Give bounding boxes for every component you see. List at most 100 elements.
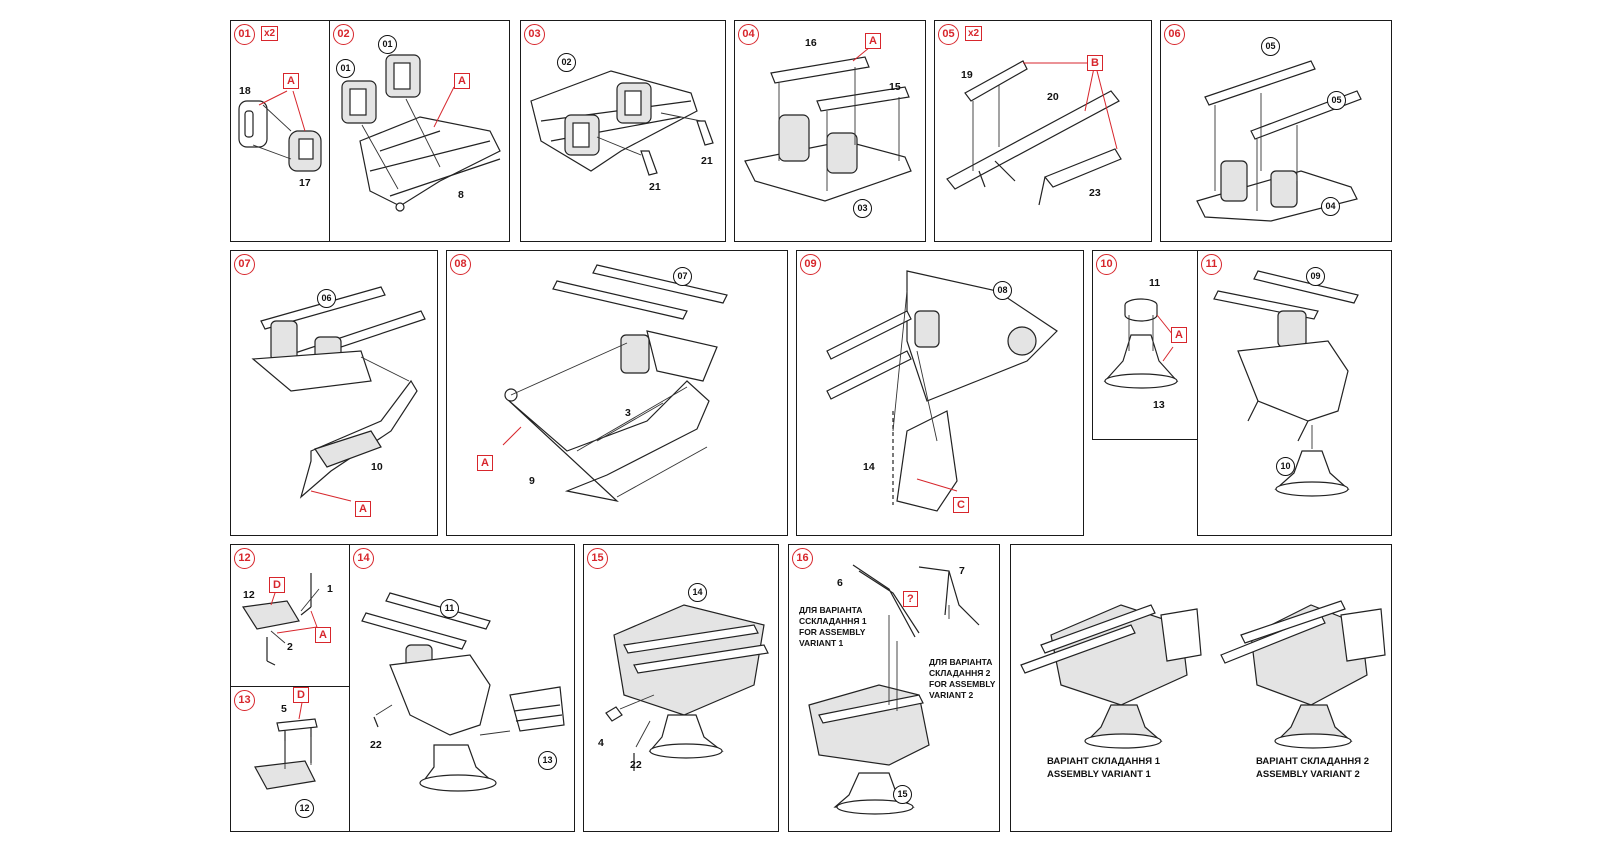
step-11-panel: 11 09 10 bbox=[1197, 250, 1392, 536]
part-7: 7 bbox=[959, 565, 965, 577]
part-10: 10 bbox=[371, 461, 383, 473]
part-tag-d: D bbox=[269, 577, 285, 593]
step-15-drawing bbox=[605, 604, 769, 771]
step-10-panel: 10 11 A 13 bbox=[1092, 250, 1198, 440]
part-tag-a: A bbox=[865, 33, 881, 49]
step-number: 07 bbox=[234, 254, 255, 275]
ref-05-top: 05 bbox=[1261, 37, 1280, 56]
ref-06: 06 bbox=[317, 289, 336, 308]
part-23: 23 bbox=[1089, 187, 1101, 199]
step-12-drawing bbox=[241, 573, 320, 666]
step-05-panel: 05 x2 19 B 20 23 bbox=[934, 20, 1152, 242]
ref-07: 07 bbox=[673, 267, 692, 286]
ref-08: 08 bbox=[993, 281, 1012, 300]
part-2: 2 bbox=[287, 641, 293, 653]
part-15: 15 bbox=[889, 81, 901, 93]
step-number: 05 bbox=[938, 24, 959, 45]
part-1: 1 bbox=[327, 583, 333, 595]
step-04-panel: 04 16 A 15 03 bbox=[734, 20, 926, 242]
part-11: 11 bbox=[1149, 277, 1161, 289]
step-number: 01 bbox=[234, 24, 255, 45]
step-01-panel: 01 x2 A 18 17 bbox=[230, 20, 330, 242]
part-9: 9 bbox=[529, 475, 535, 487]
ref-05-right: 05 bbox=[1327, 91, 1346, 110]
part-3: 3 bbox=[625, 407, 631, 419]
part-21-center: 21 bbox=[649, 181, 661, 193]
step-13-panel: 13 D 5 12 bbox=[230, 686, 350, 832]
step-number: 03 bbox=[524, 24, 545, 45]
step-11-drawing bbox=[1213, 270, 1359, 497]
variant-1-note-line: FOR ASSEMBLY bbox=[799, 627, 866, 637]
part-12: 12 bbox=[243, 589, 255, 601]
ref-14: 14 bbox=[688, 583, 707, 602]
part-21-right: 21 bbox=[701, 155, 713, 167]
variant-2-caption-ua: ВАРІАНТ СКЛАДАННЯ 2 bbox=[1256, 756, 1370, 767]
part-18: 18 bbox=[239, 85, 251, 97]
final-variants-panel: ВАРІАНТ СКЛАДАННЯ 1 ASSEMBLY VARIANT 1 В… bbox=[1010, 544, 1392, 832]
part-tag-c: C bbox=[953, 497, 969, 513]
variant-1-note-line: ССКЛАДАННЯ 1 bbox=[799, 616, 867, 626]
step-14-panel: 14 11 22 13 bbox=[349, 544, 575, 832]
step-16-drawing bbox=[808, 564, 980, 815]
part-tag-a: A bbox=[477, 455, 493, 471]
part-tag-a: A bbox=[315, 627, 331, 643]
ref-11: 11 bbox=[440, 599, 459, 618]
ref-10: 10 bbox=[1276, 457, 1295, 476]
step-number: 02 bbox=[333, 24, 354, 45]
quantity-badge: x2 bbox=[261, 26, 279, 41]
step-02-panel: 02 01 01 A 8 bbox=[329, 20, 510, 242]
part-5: 5 bbox=[281, 703, 287, 715]
part-tag-d: D bbox=[293, 687, 309, 703]
part-19: 19 bbox=[961, 69, 973, 81]
ref-01-top: 01 bbox=[378, 35, 397, 54]
part-13: 13 bbox=[1153, 399, 1165, 411]
step-number: 15 bbox=[587, 548, 608, 569]
variant-2-note-line: VARIANT 2 bbox=[929, 690, 974, 700]
step-03-panel: 03 02 21 21 bbox=[520, 20, 726, 242]
part-8: 8 bbox=[458, 189, 464, 201]
variant-2-note-line: ДЛЯ ВАРІАНТА bbox=[929, 657, 993, 667]
ref-03: 03 bbox=[853, 199, 872, 218]
step-14-drawing bbox=[361, 592, 565, 792]
part-tag-a: A bbox=[283, 73, 299, 89]
part-16: 16 bbox=[805, 37, 817, 49]
step-number: 06 bbox=[1164, 24, 1185, 45]
variant-2-note-line: СКЛАДАННЯ 2 bbox=[929, 668, 991, 678]
variant-1-note-line: ДЛЯ ВАРІАНТА bbox=[799, 605, 863, 615]
part-tag-a: A bbox=[355, 501, 371, 517]
step-09-drawing bbox=[826, 270, 1058, 512]
part-tag-b: B bbox=[1087, 55, 1103, 71]
step-06-panel: 06 05 05 04 bbox=[1160, 20, 1392, 242]
quantity-badge: x2 bbox=[965, 26, 983, 41]
step-number: 16 bbox=[792, 548, 813, 569]
ref-02: 02 bbox=[557, 53, 576, 72]
ref-09: 09 bbox=[1306, 267, 1325, 286]
variant-2-model bbox=[1220, 600, 1386, 749]
step-number: 10 bbox=[1096, 254, 1117, 275]
ref-13: 13 bbox=[538, 751, 557, 770]
ref-01-left: 01 bbox=[336, 59, 355, 78]
part-tag-question: ? bbox=[903, 591, 918, 607]
variant-1-caption-en: ASSEMBLY VARIANT 1 bbox=[1047, 769, 1151, 780]
part-6: 6 bbox=[837, 577, 843, 589]
step-05-drawing bbox=[946, 60, 1122, 206]
variant-2-caption: ВАРІАНТ СКЛАДАННЯ 2 ASSEMBLY VARIANT 2 bbox=[1256, 755, 1369, 781]
step-number: 04 bbox=[738, 24, 759, 45]
ref-12: 12 bbox=[295, 799, 314, 818]
part-17: 17 bbox=[299, 177, 311, 189]
variant-2-note-line: FOR ASSEMBLY bbox=[929, 679, 996, 689]
step-02-drawing bbox=[341, 54, 501, 212]
part-tag-a: A bbox=[1171, 327, 1187, 343]
step-16-panel: 16 6 7 ? ДЛЯ ВАРІАНТА ССКЛАДАННЯ 1 FOR A… bbox=[788, 544, 1000, 832]
step-12-panel: 12 D 12 1 A 2 bbox=[230, 544, 350, 687]
step-08-panel: 08 07 3 A 9 bbox=[446, 250, 788, 536]
part-14: 14 bbox=[863, 461, 875, 473]
part-22: 22 bbox=[370, 739, 382, 751]
variant-1-note: ДЛЯ ВАРІАНТА ССКЛАДАННЯ 1 FOR ASSEMBLY V… bbox=[799, 605, 867, 649]
step-number: 11 bbox=[1201, 254, 1222, 275]
step-03-drawing bbox=[530, 70, 714, 176]
step-13-drawing bbox=[254, 696, 318, 790]
variant-2-caption-en: ASSEMBLY VARIANT 2 bbox=[1256, 769, 1360, 780]
variant-1-caption-ua: ВАРІАНТ СКЛАДАННЯ 1 bbox=[1047, 756, 1161, 767]
step-07-drawing bbox=[251, 286, 426, 502]
